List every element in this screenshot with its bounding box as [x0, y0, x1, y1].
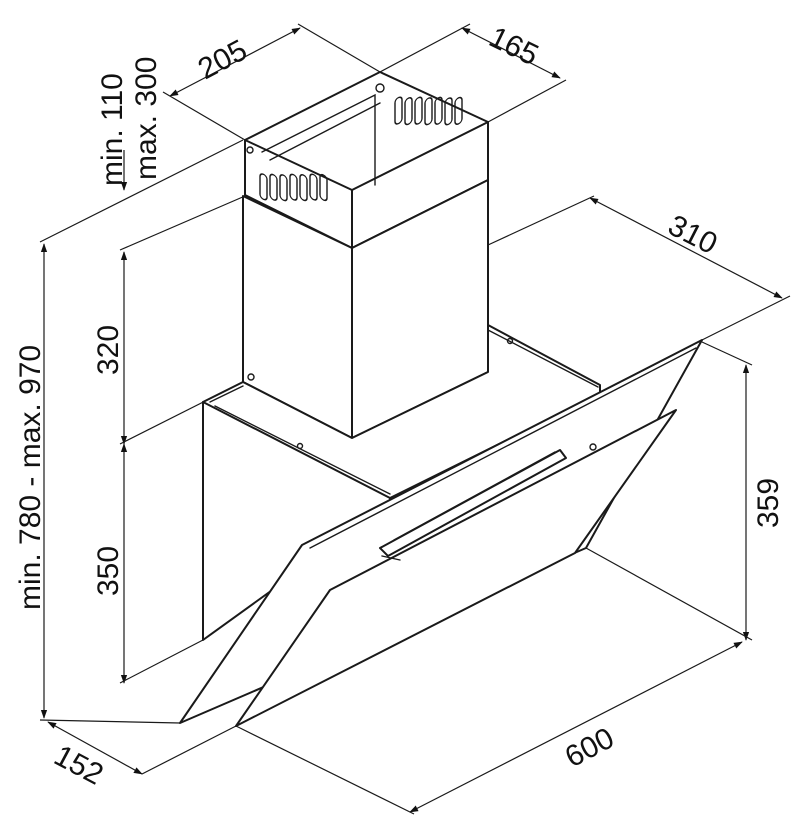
hood-outline: [179, 71, 703, 727]
label-depth: 310: [663, 209, 723, 261]
vent-slots-left: [259, 173, 328, 202]
label-chimney-width: 205: [193, 34, 253, 87]
label-body-height: 350: [92, 546, 125, 596]
label-width: 600: [560, 722, 620, 775]
label-front-height: 359: [752, 478, 785, 528]
label-chimney-adjust-max: max. 300: [130, 57, 163, 180]
dimension-lines: [39, 23, 791, 815]
glass-inner-panel: [235, 409, 677, 727]
dimension-labels: 205 165 min. 110 max. 300 320 min. 780 -…: [14, 21, 785, 792]
label-chimney-height: 320: [92, 325, 125, 375]
vent-slots-right: [394, 96, 463, 126]
handle-bar: [379, 443, 597, 561]
label-chimney-adjust-min: min. 110: [96, 73, 129, 186]
label-wall-depth: 152: [49, 739, 109, 792]
label-total-height: min. 780 - max. 970: [14, 345, 47, 610]
